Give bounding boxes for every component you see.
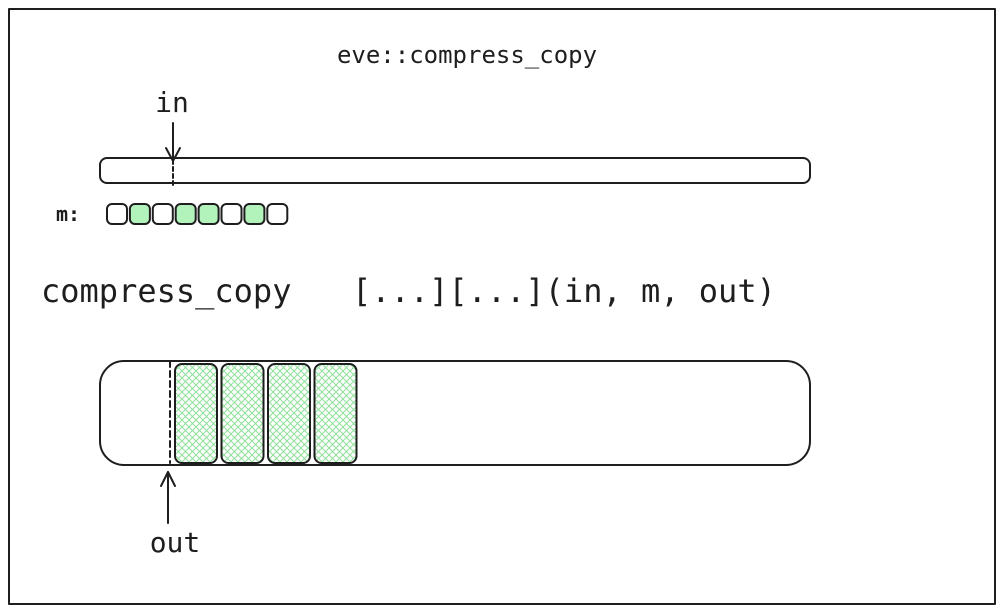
input-pointer-label: in: [155, 86, 189, 119]
mask-cell-inactive: [151, 203, 174, 225]
mask-label: m:: [56, 202, 80, 226]
output-buffer: [99, 360, 811, 466]
mask-cell-inactive: [220, 203, 243, 225]
input-arrow: [165, 122, 181, 162]
mask-cell-inactive: [266, 203, 289, 225]
mask-cell-active: [174, 203, 197, 225]
mask-cell-active: [243, 203, 266, 225]
output-arrow: [160, 471, 176, 524]
output-pointer-label: out: [150, 526, 201, 559]
output-blocks: [174, 363, 358, 464]
canvas-frame: [8, 8, 996, 605]
output-block: [220, 363, 265, 464]
diagram-title: eve::compress_copy: [337, 41, 597, 69]
output-block: [313, 363, 358, 464]
output-block: [174, 363, 218, 464]
call-name: compress_copy: [41, 272, 291, 310]
mask-cells: [106, 203, 289, 225]
call-args: [...][...](in, m, out): [352, 272, 776, 310]
input-buffer: [99, 157, 811, 184]
mask-cell-active: [128, 203, 151, 225]
output-block: [267, 363, 311, 464]
mask-cell-inactive: [106, 203, 128, 225]
mask-cell-active: [197, 203, 220, 225]
